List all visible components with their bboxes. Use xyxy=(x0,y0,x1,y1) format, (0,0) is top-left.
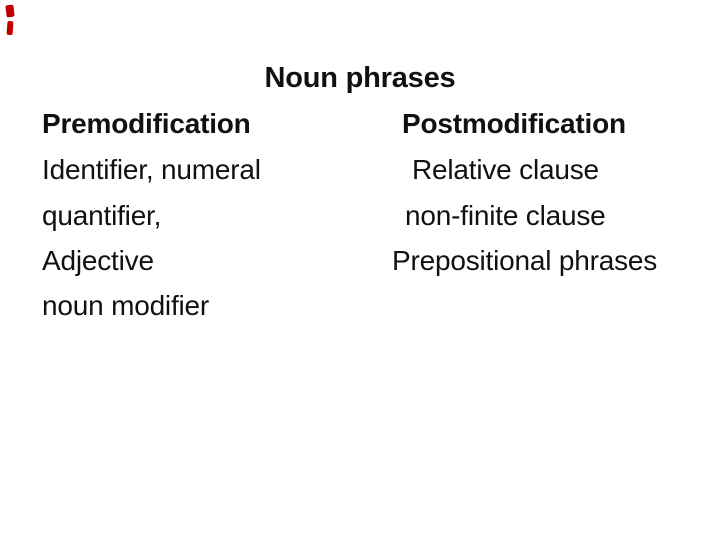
red-artifact-mark xyxy=(6,20,14,36)
left-column-item: Identifier, numeral xyxy=(42,154,261,185)
right-column-item: Prepositional phrases xyxy=(392,245,658,276)
left-column-item: noun modifier xyxy=(42,290,210,321)
right-column-item: non-finite clause xyxy=(405,200,606,231)
left-column-item: quantifier, xyxy=(42,200,162,231)
red-artifact-mark xyxy=(5,4,15,18)
right-column-item: Relative clause xyxy=(412,154,599,185)
left-column-item: Adjective xyxy=(42,245,154,276)
postmodification-header: Postmodification xyxy=(402,108,626,139)
page-title: Noun phrases xyxy=(264,62,456,94)
premodification-header: Premodification xyxy=(42,108,251,139)
